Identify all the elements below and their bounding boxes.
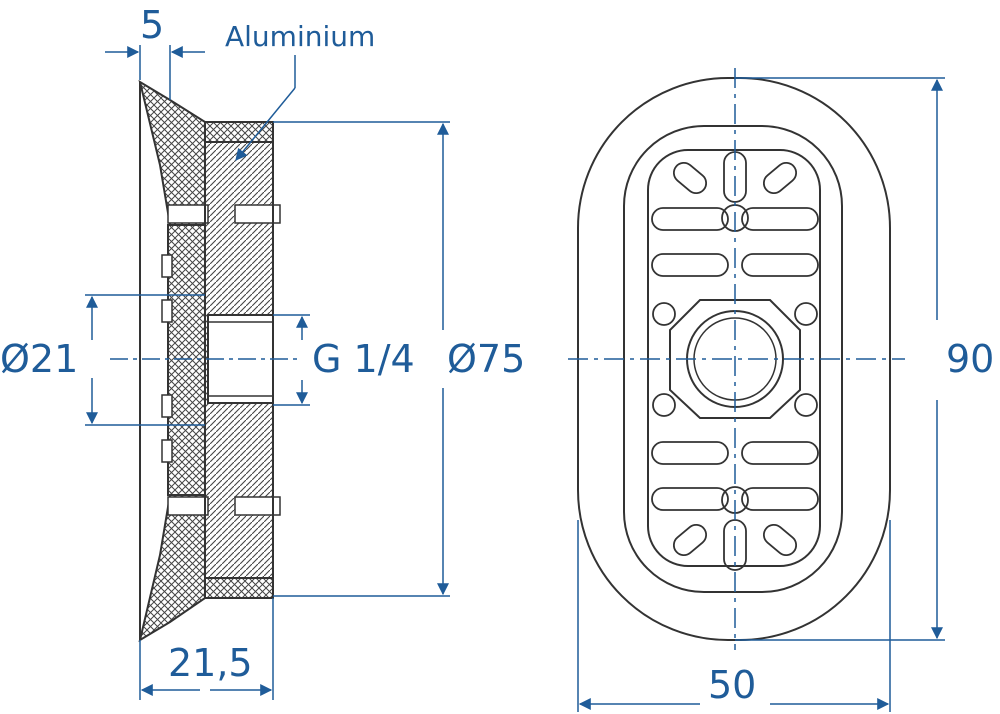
front-centerlines: [568, 68, 905, 650]
aluminium-leader: [235, 55, 296, 161]
aluminium-label: Aluminium: [225, 20, 375, 53]
rubber-inner-strip: [167, 224, 206, 496]
dim-90-label: 90: [946, 337, 994, 381]
section-view: [138, 79, 281, 643]
grid-plate: [647, 149, 821, 567]
dim-5-label: 5: [140, 3, 164, 47]
dim-90: [735, 77, 945, 641]
dim-5: [105, 45, 205, 100]
dim-d75: [273, 121, 450, 597]
dim-50: [577, 520, 891, 712]
dim-d75-label: Ø75: [447, 337, 525, 381]
front-view: [577, 77, 891, 641]
dim-d21: [85, 294, 205, 426]
dim-21-5: [139, 598, 274, 700]
central-boss: [669, 299, 801, 419]
dim-21-5-label: 21,5: [168, 641, 253, 685]
dim-d21-label: Ø21: [0, 337, 78, 381]
dim-50-label: 50: [708, 663, 756, 707]
dim-thread: [273, 314, 310, 406]
dim-thread-label: G 1/4: [312, 337, 415, 381]
